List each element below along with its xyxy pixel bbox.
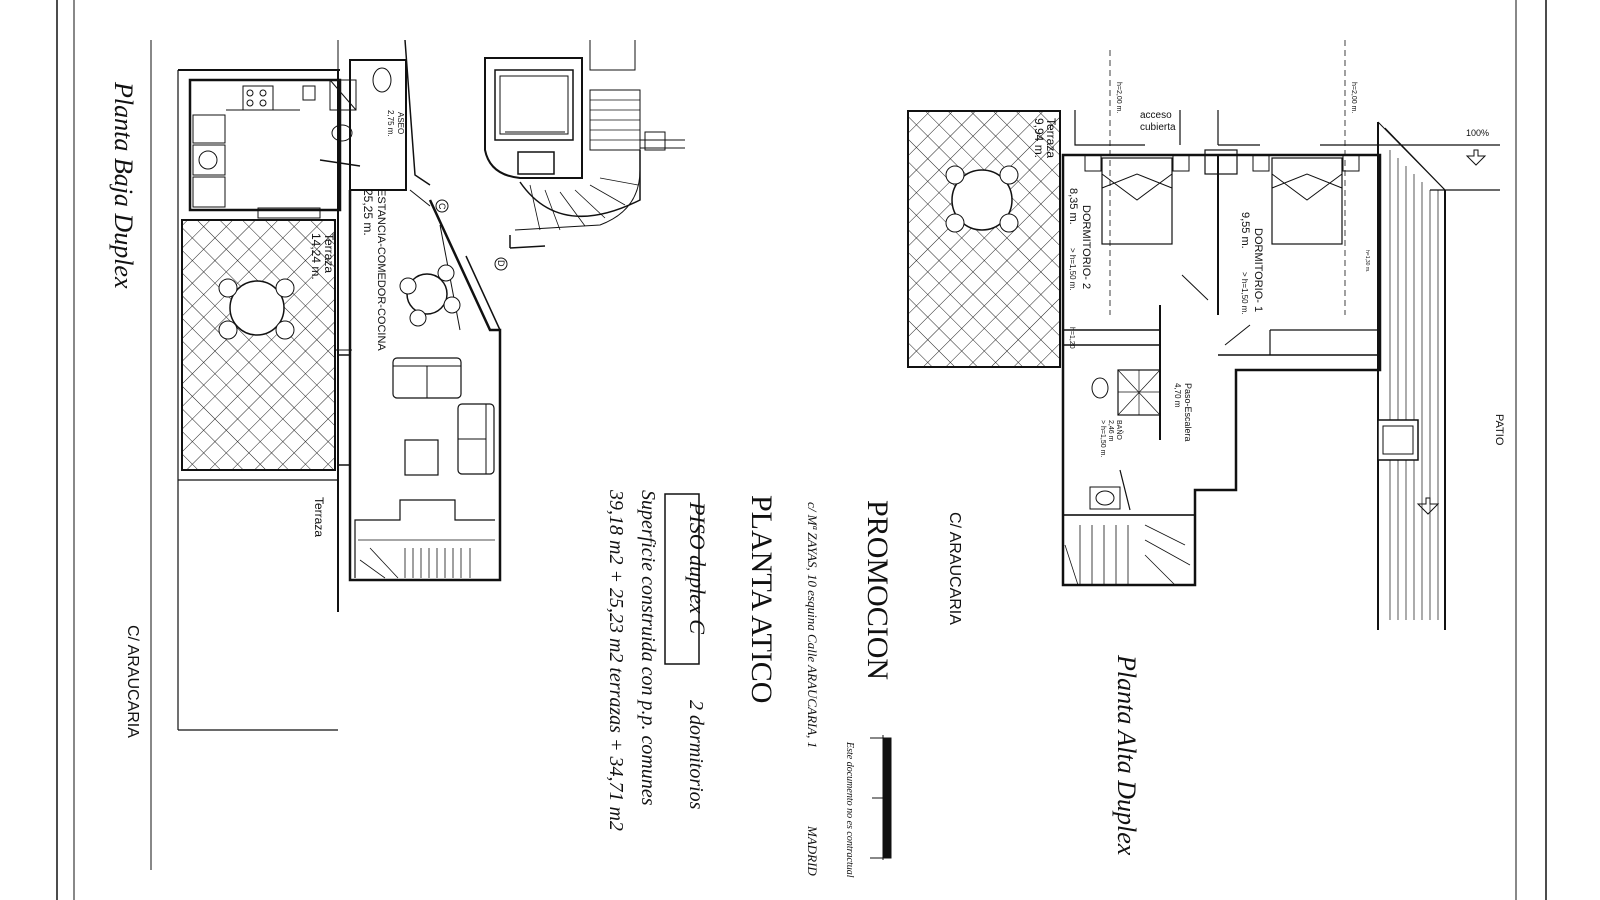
sheet-frame — [56, 0, 1547, 900]
bedroom1-area: 9,55 m. — [1239, 212, 1251, 249]
aseo-area: 2,75 m. — [386, 110, 395, 137]
floor-name: PLANTA ATICO — [745, 495, 778, 703]
ground-floor-street: C/ ARAUCARIA — [124, 625, 141, 738]
bedroom2-area: 8,35 m. — [1067, 188, 1079, 225]
height-mark-4: h=1,30 m. — [1364, 250, 1370, 272]
terrace-top-area: 14,24 m. — [309, 233, 323, 280]
living-area: 25,25 m. — [361, 189, 375, 236]
unit-box — [664, 493, 700, 665]
bath-area: 2,46 m — [1107, 420, 1114, 442]
upper-terrace-name: Terraza — [1044, 118, 1058, 158]
bedroom1-height: > h=1,50 m. — [1240, 272, 1249, 315]
bedroom1-name: DORMITORIO- 1 — [1252, 228, 1264, 312]
disclaimer: Este documento no es contractual — [844, 741, 855, 878]
roof-access-line2: cubierta — [1140, 122, 1176, 133]
marker-c: C — [437, 203, 447, 210]
bedrooms-label: 2 dormitorios — [685, 700, 707, 810]
promotion-title: PROMOCION — [861, 500, 894, 680]
terrace-bottom-name: Terraza — [312, 497, 326, 537]
roof-access-line1: acceso — [1140, 110, 1172, 121]
scale-bar — [870, 735, 892, 860]
bath-height: > h=1,50 m. — [1099, 420, 1106, 457]
patio-label: PATIO — [1493, 414, 1505, 446]
upper-terrace-area: 9,94 m. — [1032, 118, 1046, 158]
marker-d: D — [496, 260, 506, 267]
upper-floor-title: Planta Alta Duplex — [1112, 654, 1141, 856]
ground-floor-title: Planta Baja Duplex — [109, 81, 138, 289]
height-mark-1: h=2,00 m. — [1115, 82, 1122, 113]
address-line: c/ Mª ZAYAS, 10 esquina Calle ARAUCARIA,… — [805, 502, 820, 748]
passage-name: Paso-Escalera — [1183, 383, 1193, 442]
upper-floor-street: C/ ARAUCARIA — [946, 512, 963, 625]
terrace-top-name: Terraza — [322, 233, 336, 273]
height-mark-3: h=1,20 — [1068, 327, 1075, 349]
upper-floor-plan — [907, 40, 1500, 630]
unit-label: PISO duplex C — [685, 501, 710, 634]
passage-area: 4,70 m — [1173, 383, 1182, 408]
slope-label: 100% — [1466, 128, 1489, 138]
city-label: MADRID — [805, 825, 820, 876]
ground-floor-plan — [150, 39, 685, 870]
bedroom2-height: > h=1,50 m. — [1068, 248, 1077, 291]
surface-line: Superficie construida con p.p. comunes — [637, 490, 659, 806]
surface-values: 39,18 m2 + 25,23 m2 terrazas + 34,71 m2 — [605, 489, 627, 831]
height-mark-2: h=2,00 m. — [1350, 82, 1357, 113]
aseo-name: ASEO — [396, 112, 405, 134]
bath-name: BAÑO — [1115, 420, 1124, 440]
bedroom2-name: DORMITORIO- 2 — [1080, 205, 1092, 289]
living-name: ESTANCIA-COMEDOR-COCINA — [375, 189, 387, 351]
